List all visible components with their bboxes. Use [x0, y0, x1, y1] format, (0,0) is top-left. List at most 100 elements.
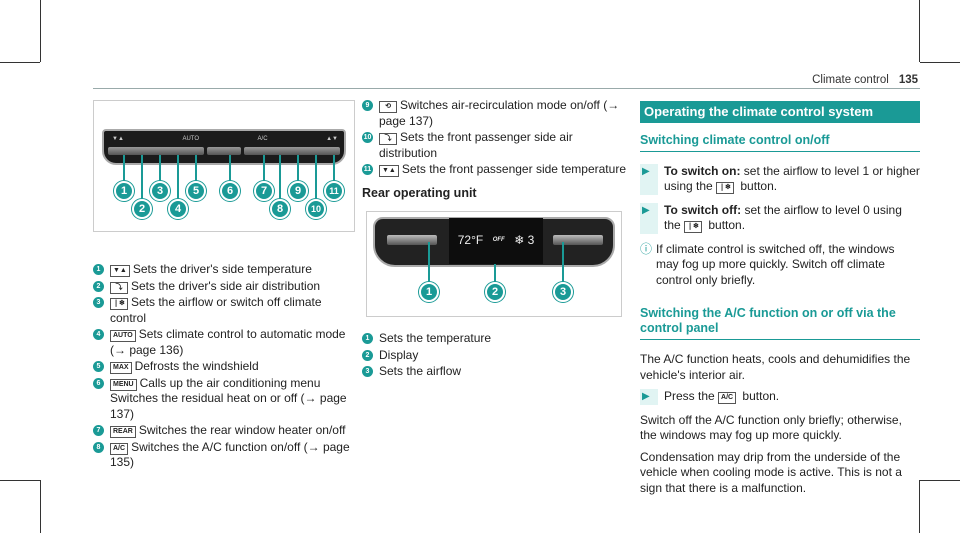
- button-strip: [108, 147, 204, 155]
- step-text: button.: [737, 179, 778, 193]
- callout-leader: [229, 155, 231, 181]
- button-icon: ▼▲: [110, 265, 130, 277]
- arrow-icon: ▶: [640, 202, 658, 234]
- callout-leader: [315, 155, 317, 199]
- crop-mark: [0, 480, 40, 481]
- item-text: Sets the front passenger side air distri…: [379, 130, 573, 160]
- callout-number: 7: [93, 425, 104, 436]
- page-number: 135: [898, 74, 918, 86]
- item-body: ⤵Sets the driver's side air distribution: [110, 279, 320, 295]
- callout-leader: [195, 155, 197, 181]
- item-text: Sets the driver's side air distribution: [131, 278, 321, 293]
- airflow-rocker: [553, 235, 603, 245]
- display-status: OFF: [492, 237, 505, 244]
- crop-mark: [40, 480, 41, 533]
- item-text: Sets the airflow or switch off climate c…: [110, 295, 322, 325]
- subheading-switching: Switching climate control on/off: [640, 133, 920, 152]
- step-press-ac: ▶Press the A/C button.: [640, 389, 920, 405]
- paragraph: The A/C function heats, cools and dehumi…: [640, 352, 911, 382]
- list-item: 3 Sets the airflow: [362, 364, 627, 380]
- callout-number: 9: [362, 100, 373, 111]
- button-icon: REAR: [110, 426, 136, 438]
- callout-badge: 3: [553, 282, 573, 302]
- info-icon: ⓘ: [640, 241, 653, 256]
- crop-mark: [0, 62, 40, 63]
- button-icon: A/C: [110, 442, 129, 455]
- callout-number: 1: [93, 264, 104, 275]
- ac-button-icon: A/C: [718, 392, 737, 404]
- paragraph: Condensation may drip from the underside…: [640, 449, 902, 495]
- callout-leader: [279, 155, 281, 199]
- callout-number: 5: [93, 361, 104, 372]
- list-item: 10⤵Sets the front passenger side air dis…: [362, 130, 627, 161]
- item-text: Display: [379, 347, 419, 362]
- button-icon: MAX: [110, 362, 132, 374]
- list-item: 1 ▼▲Sets the driver's side temperature: [93, 262, 355, 278]
- item-text: Sets climate control to automatic mode (…: [110, 327, 346, 357]
- callout-number: 4: [93, 329, 104, 340]
- panel-label: ▼▲: [112, 136, 124, 142]
- paragraph: Switch off the A/C function only briefly…: [640, 412, 902, 443]
- button-icon: ▼▲: [379, 165, 399, 177]
- callout-badge: 10: [306, 199, 326, 219]
- callout-badge: 5: [186, 181, 206, 201]
- callout-leader: [177, 155, 179, 199]
- section-name: Climate control: [812, 74, 889, 86]
- callout-leader: [159, 155, 161, 181]
- step-text: set the airflow to level 1 or higher usi…: [664, 163, 920, 194]
- step-text: button.: [739, 389, 780, 403]
- crop-mark: [40, 0, 41, 62]
- callout-number: 2: [362, 349, 373, 361]
- callout-badge: 1: [419, 282, 439, 302]
- header-rule: [93, 88, 920, 89]
- arrow-icon: ▶: [640, 163, 658, 195]
- callout-number: 2: [93, 280, 104, 292]
- callout-leader: [333, 155, 335, 181]
- callout-leader: [494, 264, 496, 284]
- callout-badge: 9: [288, 181, 308, 201]
- step-switch-on: ▶To switch on: set the airflow to level …: [640, 163, 920, 195]
- item-body: ⤵Sets the front passenger side air distr…: [379, 130, 627, 161]
- callout-number: 3: [362, 366, 373, 377]
- callout-number: 8: [93, 441, 104, 453]
- crop-mark: [920, 480, 960, 481]
- airflow-button-icon: ❘❄: [716, 182, 735, 194]
- callout-badge: 4: [168, 199, 188, 219]
- callout-number: 1: [362, 333, 373, 344]
- callout-number: 3: [93, 297, 104, 308]
- list-item: 2 Display: [362, 348, 627, 364]
- item-body: ❘❄Sets the airflow or switch off climate…: [110, 295, 355, 326]
- item-text: Switches the rear window heater on/off: [138, 423, 346, 437]
- button-strip: [244, 147, 340, 155]
- item-text: Sets the driver's side temperature: [132, 262, 312, 276]
- callout-badge: 1: [114, 181, 134, 201]
- display-temp: 72°F: [457, 233, 484, 248]
- callout-leader: [263, 155, 265, 181]
- item-text: Sets the front passenger side temperatur…: [401, 162, 626, 176]
- item-body: Sets the airflow: [379, 364, 461, 380]
- button-strip: [207, 147, 241, 155]
- item-text: Defrosts the windshield: [134, 359, 259, 373]
- callout-badge: 3: [150, 181, 170, 201]
- info-text: If climate control is switched off, the …: [656, 241, 895, 287]
- button-icon: ❘❄: [110, 298, 128, 310]
- callout-leader: [297, 155, 299, 181]
- callout-leader: [141, 155, 143, 199]
- crop-mark: [919, 0, 920, 62]
- panel-label: AUTO: [182, 136, 199, 142]
- item-body: Sets the temperature: [379, 331, 491, 347]
- list-item: 3 ❘❄Sets the airflow or switch off climat…: [93, 295, 355, 326]
- right-column: Operating the climate control system Swi…: [640, 101, 920, 502]
- item-text: Sets the temperature: [379, 331, 492, 345]
- item-body: ▼▲Sets the front passenger side temperat…: [379, 162, 626, 178]
- step-text: set the airflow to level 0 using the: [664, 202, 902, 233]
